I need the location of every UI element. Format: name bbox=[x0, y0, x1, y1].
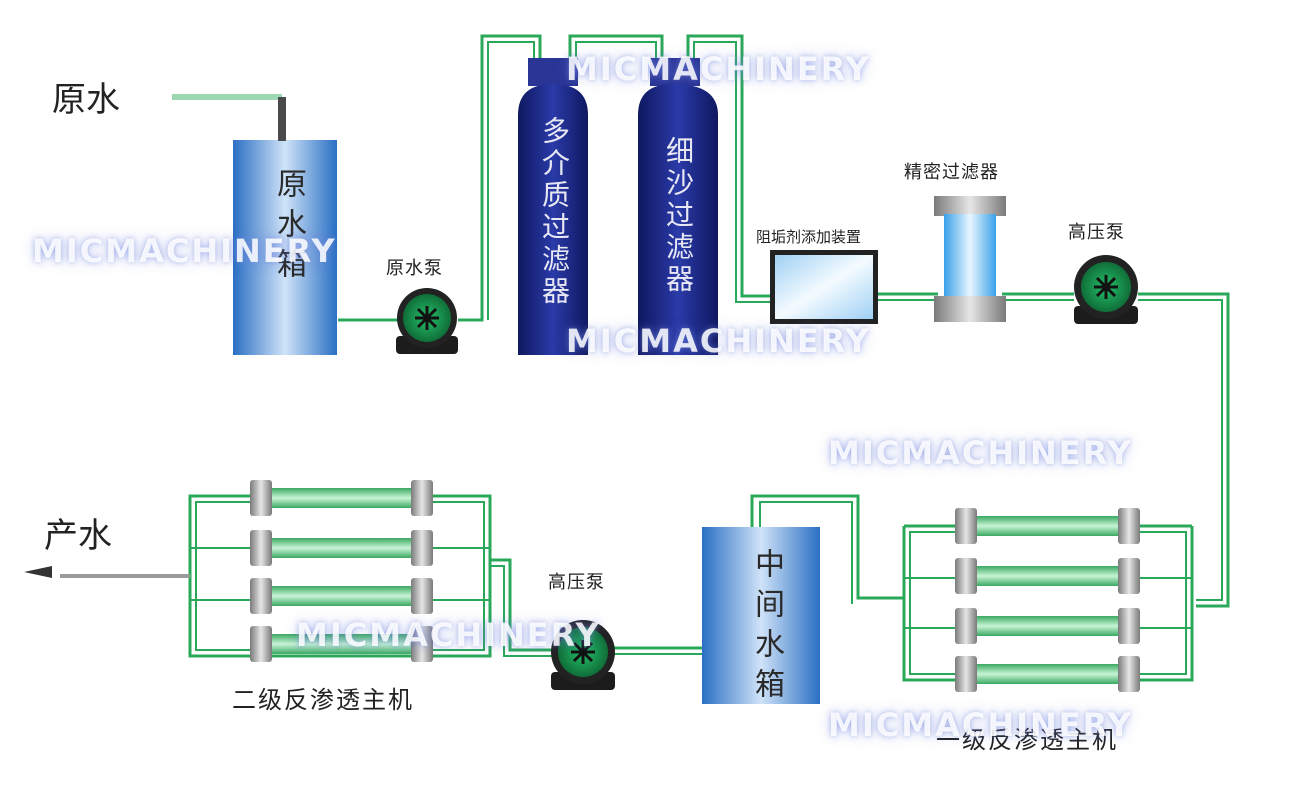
primary-ro-unit bbox=[955, 508, 1140, 692]
high-pressure-pump-1 bbox=[1074, 255, 1138, 324]
intermediate-tank-label: 中间水箱 bbox=[749, 548, 784, 708]
product-water-arrow bbox=[24, 566, 52, 578]
fine-sand-filter-label: 细沙过滤器 bbox=[662, 136, 695, 296]
watermark: MICMACHINERY bbox=[828, 434, 1133, 472]
secondary-ro-unit bbox=[250, 480, 433, 662]
raw-water-pump-label: 原水泵 bbox=[386, 258, 443, 279]
fine-sand-filter-vessel bbox=[638, 58, 718, 355]
intermediate-water-tank bbox=[702, 527, 820, 704]
precision-filter-label: 精密过滤器 bbox=[904, 162, 999, 183]
watermark: MICMACHINERY bbox=[32, 232, 337, 270]
watermark: MICMACHINERY bbox=[828, 706, 1133, 744]
watermark: MICMACHINERY bbox=[566, 322, 871, 360]
multimedia-filter-vessel bbox=[518, 58, 588, 355]
high-pressure-pump-2 bbox=[551, 620, 615, 690]
product-water-label: 产水 bbox=[44, 516, 112, 556]
precision-filter-vessel bbox=[934, 196, 1006, 322]
raw-water-tank-label: 原水箱 bbox=[271, 168, 306, 288]
watermark: MICMACHINERY bbox=[566, 50, 871, 88]
primary-ro-label: 一级反渗透主机 bbox=[936, 726, 1118, 754]
high-pressure-pump-2-label: 高压泵 bbox=[548, 572, 605, 593]
antiscalant-dosing-unit bbox=[770, 250, 878, 324]
multimedia-filter-label: 多介质过滤器 bbox=[538, 116, 571, 308]
raw-water-label: 原水 bbox=[52, 80, 120, 120]
secondary-ro-label: 二级反渗透主机 bbox=[232, 686, 414, 714]
raw-water-tank bbox=[233, 140, 337, 355]
raw-water-pump bbox=[396, 288, 458, 354]
watermark: MICMACHINERY bbox=[296, 616, 601, 654]
antiscalant-dosing-label: 阻垢剂添加装置 bbox=[756, 228, 862, 246]
high-pressure-pump-1-label: 高压泵 bbox=[1068, 222, 1125, 243]
